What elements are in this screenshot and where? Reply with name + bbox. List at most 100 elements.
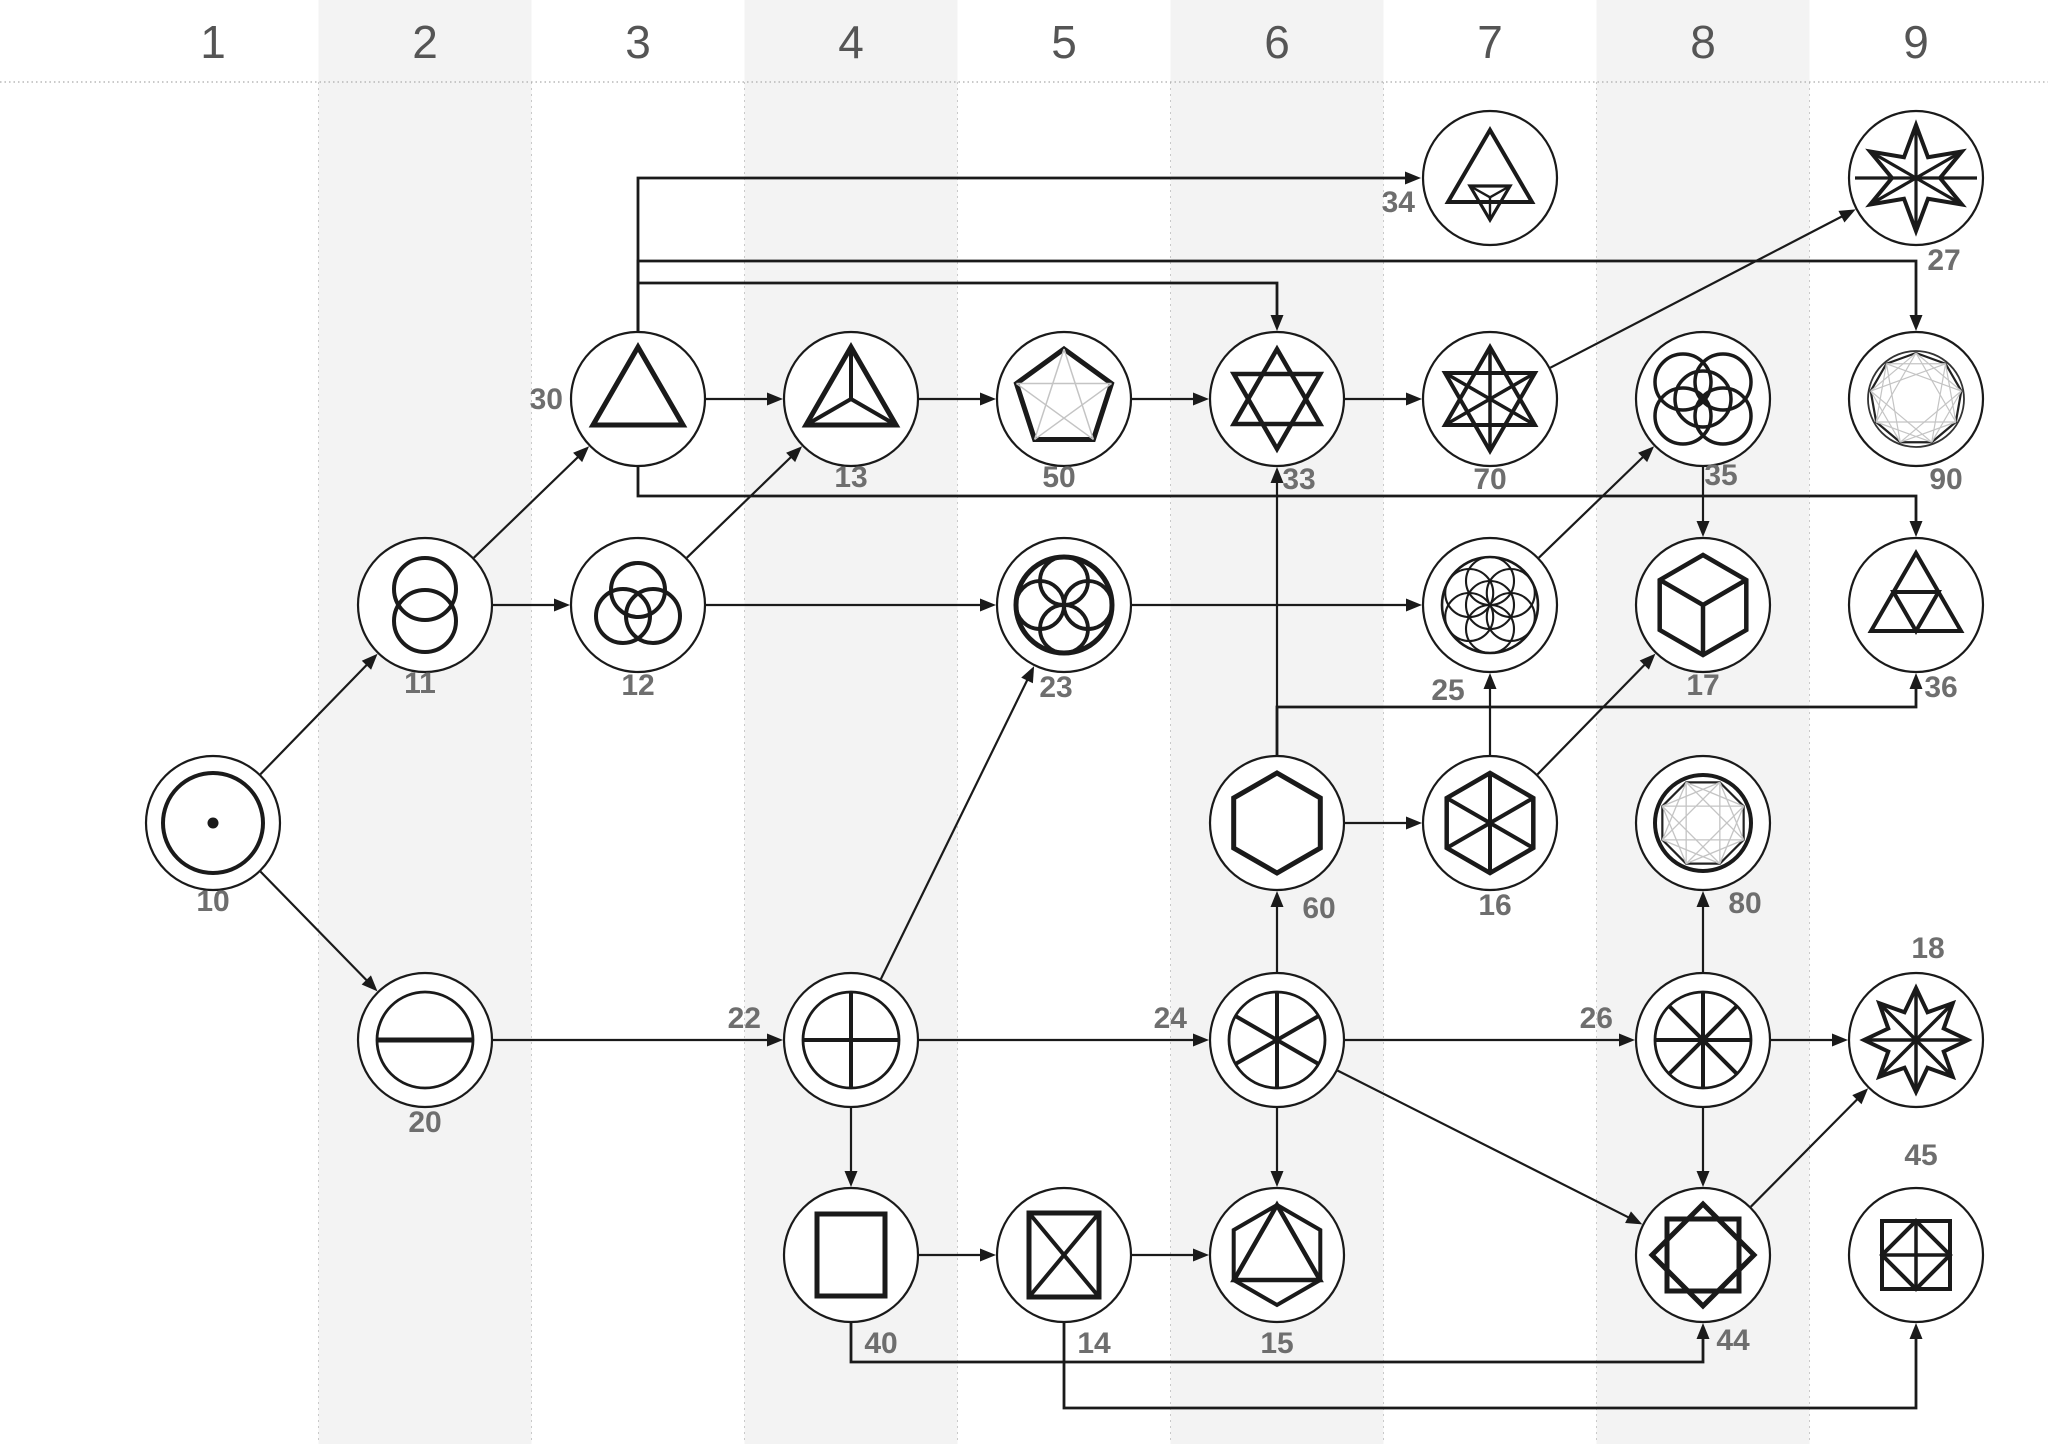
glyph-shape (1870, 390, 1901, 443)
edge-23-25 (1132, 598, 1422, 612)
edge-40-44-arrowhead (1696, 1323, 1710, 1339)
glyph-shape (1661, 781, 1721, 841)
node-11-label: 11 (404, 667, 436, 700)
edge-33-70-arrowhead (1406, 392, 1422, 406)
node-12: 12 (569, 536, 707, 702)
edge-12-23 (706, 598, 996, 612)
node-44-glyph-double-square-star (1648, 1200, 1758, 1310)
node-50-label: 50 (1042, 461, 1075, 494)
edge-24-15-arrowhead (1270, 1171, 1284, 1187)
edge-14-45-arrowhead (1909, 1323, 1923, 1339)
edge-70-27 (1549, 209, 1856, 369)
column-header-2: 2 (412, 16, 438, 68)
edge-30-36 (636, 466, 1923, 537)
node-60: 60 (1208, 754, 1346, 925)
edge-26-80-arrowhead (1696, 891, 1710, 907)
node-14: 14 (995, 1186, 1133, 1360)
node-34: 34 (1382, 109, 1559, 247)
edge-40-14-arrowhead (980, 1248, 996, 1262)
edge-12-23-arrowhead (980, 598, 996, 612)
node-33-glyph-hexagram (1229, 344, 1325, 454)
edge-14-45-line (1062, 1322, 1918, 1410)
node-12-glyph-three-circles (594, 561, 682, 645)
edge-44-18-arrowhead (1852, 1088, 1869, 1105)
node-26: 26 (1580, 971, 1772, 1109)
node-70-label: 70 (1473, 463, 1506, 496)
node-60-glyph-hexagon (1231, 770, 1323, 876)
glyph-shape (1653, 773, 1753, 873)
edge-30-33-arrowhead (1270, 315, 1284, 331)
edge-50-33 (1132, 392, 1209, 406)
node-30-label: 30 (530, 383, 563, 416)
node-36-label: 36 (1924, 671, 1957, 704)
edge-11-12-arrowhead (554, 598, 570, 612)
edge-24-26 (1345, 1033, 1635, 1047)
edge-22-24 (919, 1033, 1209, 1047)
glyph-shape (1701, 578, 1748, 607)
node-20-glyph-circle-hline (375, 990, 475, 1090)
glyph-shape (1275, 1038, 1320, 1066)
glyph-shape (1063, 603, 1090, 655)
node-11-glyph-two-circles (392, 556, 458, 654)
node-15-label: 15 (1260, 1327, 1293, 1360)
node-18-label: 18 (1911, 932, 1944, 965)
column-header-9: 9 (1903, 16, 1929, 68)
node-23: 23 (995, 536, 1133, 704)
edge-25-35 (1538, 446, 1655, 559)
glyph-shape (1870, 352, 1917, 392)
node-25-glyph-seed-of-life (1440, 555, 1540, 655)
glyph-shape (1875, 421, 1932, 443)
edge-40-44 (849, 1322, 1710, 1364)
node-33-circle (1208, 330, 1346, 468)
node-17-label: 17 (1686, 669, 1719, 702)
node-10-glyph-circle-dot (161, 771, 265, 875)
glyph-shape (1026, 1210, 1102, 1300)
glyph-shape (1870, 390, 1933, 443)
node-80-label: 80 (1728, 887, 1761, 920)
column-header-3: 3 (625, 16, 651, 68)
node-27-label: 27 (1927, 244, 1960, 277)
node-11-circle (356, 536, 494, 674)
edge-22-40-arrowhead (844, 1171, 858, 1187)
glyph-shape (1693, 386, 1753, 446)
glyph-shape (1231, 1202, 1323, 1308)
node-35-circle (1634, 330, 1772, 468)
node-13-label: 13 (834, 461, 867, 494)
node-27: 27 (1847, 109, 1985, 277)
node-60-label: 60 (1302, 892, 1335, 925)
node-22-label: 22 (728, 1002, 761, 1035)
node-90-glyph-nonagon-enneagram (1867, 350, 1965, 448)
edge-30-90-arrowhead (1909, 315, 1923, 331)
edge-22-23-line (879, 678, 1029, 980)
column-header-7: 7 (1477, 16, 1503, 68)
glyph-shape (1489, 184, 1511, 199)
edge-33-70 (1345, 392, 1422, 406)
edge-22-23-arrowhead (1021, 666, 1035, 684)
glyph-shape (1469, 184, 1491, 199)
node-12-label: 12 (621, 669, 654, 702)
node-30: 30 (530, 330, 707, 468)
glyph-shape (1234, 1014, 1279, 1042)
glyph-shape (1014, 604, 1066, 631)
glyph-shape (1685, 781, 1745, 841)
node-15: 15 (1208, 1186, 1346, 1360)
edge-25-35-arrowhead (1638, 446, 1655, 463)
glyph-shape (1719, 782, 1745, 841)
glyph-shape (1063, 348, 1095, 440)
node-36-glyph-triangle-midpoints (1867, 548, 1965, 636)
glyph-shape (392, 588, 458, 654)
edge-11-12 (493, 598, 570, 612)
glyph-shape (814, 1211, 888, 1299)
node-24: 24 (1154, 971, 1346, 1109)
node-44-circle (1634, 1186, 1772, 1324)
edge-24-44-arrowhead (1625, 1211, 1643, 1225)
edge-70-27-arrowhead (1838, 209, 1856, 223)
edge-16-17-line (1536, 662, 1647, 776)
edge-11-30-line (473, 455, 580, 559)
edge-16-25-arrowhead (1483, 673, 1497, 689)
edge-60-16-arrowhead (1406, 816, 1422, 830)
edge-44-18 (1750, 1088, 1869, 1208)
glyph-shape (1661, 782, 1687, 841)
node-24-glyph-asterisk6 (1227, 990, 1327, 1090)
